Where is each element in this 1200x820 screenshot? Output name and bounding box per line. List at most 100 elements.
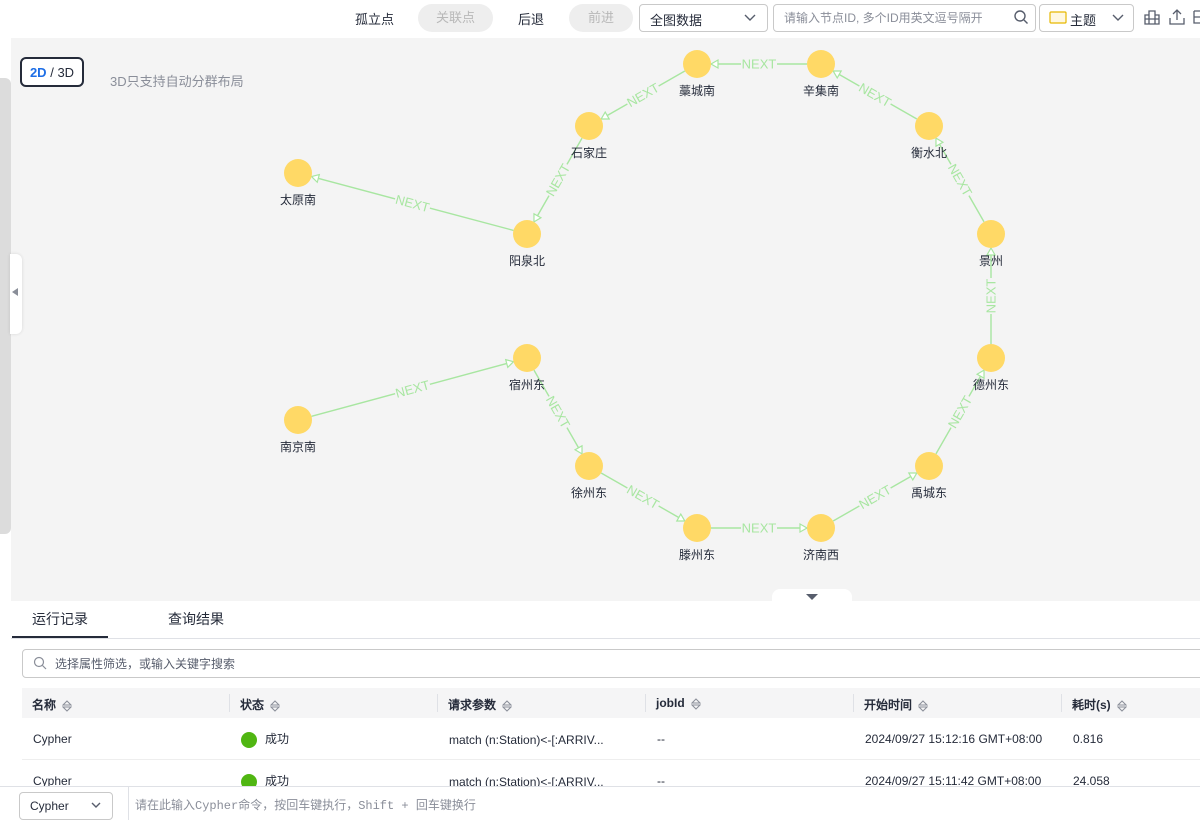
edge-label: NEXT [856, 80, 894, 110]
graph-edge[interactable]: NEXT [600, 472, 686, 522]
column-header-duration[interactable]: 耗时(s) [1072, 696, 1127, 713]
cell-name: Cypher [33, 732, 72, 746]
theme-select[interactable]: 主题 [1039, 4, 1134, 32]
edge-arrowhead-icon [975, 369, 985, 380]
graph-edge[interactable]: NEXT [600, 70, 686, 120]
table-header: 名称 状态 请求参数 jobId 开始时间 耗时(s) [22, 688, 1200, 718]
column-divider[interactable] [853, 694, 854, 712]
chevron-left-icon [12, 288, 18, 296]
cell-status: 成功 [241, 772, 289, 786]
sort-icon[interactable] [690, 698, 701, 710]
edge-label: NEXT [394, 377, 431, 401]
sort-icon[interactable] [918, 700, 929, 712]
cell-jobid: -- [657, 732, 665, 746]
column-header-label: 状态 [240, 698, 265, 712]
graph-svg[interactable]: NEXT NEXT NEXT NEXT NEXT NEXT NEXT NEXT NEXT NEXT… [11, 38, 1200, 601]
layout-hint: 3D只支持自动分群布局 [110, 74, 244, 89]
graph-node-tengzhoudong[interactable] [683, 514, 711, 542]
graph-edge[interactable]: NEXT [311, 358, 515, 418]
cell-params[interactable]: match (n:Station)<-[:ARRIV... [449, 733, 604, 747]
column-divider[interactable] [437, 694, 438, 712]
edge-label: NEXT [856, 482, 894, 512]
dimension-toggle[interactable]: 2D / 3D [20, 57, 84, 87]
sort-icon[interactable] [1116, 700, 1127, 712]
column-divider[interactable] [1061, 694, 1062, 712]
export-icon[interactable] [1168, 8, 1186, 26]
query-language-select[interactable]: Cypher [19, 792, 113, 820]
edge-label: NEXT [543, 393, 573, 431]
column-divider[interactable] [229, 694, 230, 712]
search-icon[interactable] [1013, 9, 1029, 25]
column-header-params[interactable]: 请求参数 [448, 696, 513, 713]
graph-edge[interactable]: NEXT [832, 70, 918, 120]
sort-icon[interactable] [62, 700, 73, 712]
sort-icon[interactable] [270, 700, 281, 712]
cypher-command-input[interactable] [133, 795, 1187, 817]
chevron-down-icon [1112, 14, 1124, 21]
graph-node-suzhoudong[interactable] [513, 344, 541, 372]
edge-label: NEXT [742, 521, 777, 536]
graph-node-nanjingnan[interactable] [284, 406, 312, 434]
node-search-input[interactable] [782, 7, 1006, 29]
filter-input[interactable] [53, 653, 757, 675]
edge-arrowhead-icon [533, 212, 543, 223]
scope-select[interactable]: 全图数据 [639, 4, 768, 32]
graph-node-gaochengnan[interactable] [683, 50, 711, 78]
column-header-jobid[interactable]: jobId [656, 696, 701, 710]
cypher-divider [128, 787, 129, 820]
isolated-nodes-button[interactable]: 孤立点 [355, 12, 395, 27]
graph-node-taiyuannan[interactable] [284, 159, 312, 187]
graph-node-jingzhou[interactable] [977, 220, 1005, 248]
graph-edge[interactable]: NEXT [310, 173, 514, 232]
toggle-2d[interactable]: 2D [29, 65, 47, 80]
chevron-down-icon [91, 802, 101, 808]
tab-run-history[interactable]: 运行记录 [32, 611, 88, 627]
column-header-status[interactable]: 状态 [240, 696, 281, 713]
edge-arrowhead-icon [675, 512, 686, 522]
column-header-name[interactable]: 名称 [32, 696, 73, 713]
success-status-icon [241, 731, 257, 748]
column-header-label: 耗时(s) [1072, 698, 1111, 712]
node-label: 衡水北 [910, 146, 948, 160]
graph-edge[interactable]: NEXT [711, 521, 809, 536]
graph-edge[interactable]: NEXT [984, 246, 999, 344]
tab-query-results[interactable]: 查询结果 [168, 611, 224, 627]
graph-node-dezhoudong[interactable] [977, 344, 1005, 372]
toggle-3d[interactable]: 3D [57, 65, 75, 80]
layout-icon[interactable] [1143, 8, 1161, 26]
graph-canvas[interactable]: NEXT NEXT NEXT NEXT NEXT NEXT NEXT NEXT NEXT NEXT… [11, 38, 1200, 601]
query-language-value: Cypher [30, 799, 69, 813]
forward-button[interactable]: 前进 [569, 4, 633, 32]
sidebar-expand-button[interactable] [10, 254, 22, 334]
node-label: 宿州东 [508, 378, 546, 392]
cell-start-time: 2024/09/27 15:12:16 GMT+08:00 [865, 732, 1043, 746]
back-button[interactable]: 后退 [518, 12, 545, 27]
graph-node-hengshuibei[interactable] [915, 112, 943, 140]
table-row[interactable]: Cypher 成功 match (n:Station)<-[:ARRIV... … [22, 718, 1200, 760]
edge-arrowhead-icon [310, 173, 321, 184]
panel-collapse-button[interactable] [772, 589, 852, 603]
more-panel-icon[interactable] [1193, 8, 1200, 26]
chevron-down-icon [744, 14, 756, 21]
sort-icon[interactable] [502, 700, 513, 712]
edge-label-background [623, 79, 663, 111]
related-nodes-button[interactable]: 关联点 [418, 4, 493, 32]
edge-label-background [944, 392, 976, 432]
graph-node-jinanxi[interactable] [807, 514, 835, 542]
graph-edge[interactable]: NEXT [709, 57, 807, 72]
cell-params[interactable]: match (n:Station)<-[:ARRIV... [449, 775, 604, 786]
node-search[interactable] [773, 4, 1036, 32]
edge-label: NEXT [984, 279, 999, 314]
filter-bar[interactable] [22, 649, 1200, 678]
graph-node-xuzhoudong[interactable] [575, 452, 603, 480]
column-divider[interactable] [645, 694, 646, 712]
left-scrollbar[interactable] [0, 78, 11, 534]
graph-node-xinjinan[interactable] [807, 50, 835, 78]
graph-node-yangquanbei[interactable] [513, 220, 541, 248]
graph-node-shijiazhuang[interactable] [575, 112, 603, 140]
column-header-start-time[interactable]: 开始时间 [864, 696, 929, 713]
edge-label: NEXT [945, 393, 975, 431]
graph-edge[interactable]: NEXT [832, 472, 918, 522]
graph-node-yuchengdong[interactable] [915, 452, 943, 480]
table-row[interactable]: Cypher 成功 match (n:Station)<-[:ARRIV... … [22, 760, 1200, 786]
